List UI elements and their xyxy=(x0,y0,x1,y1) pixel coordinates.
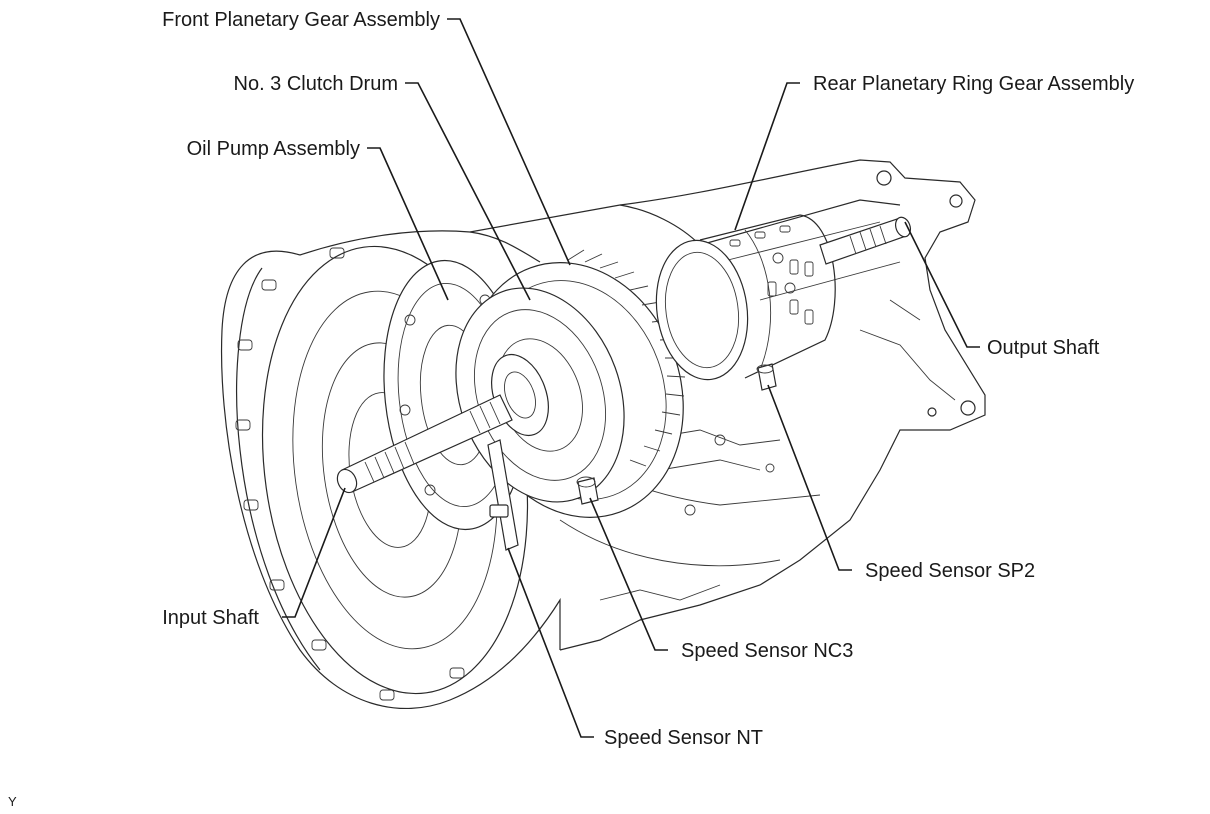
label-input-shaft: Input Shaft xyxy=(162,607,259,629)
speed-sensor-nt-illustration xyxy=(487,439,519,551)
speed-sensor-sp2-illustration xyxy=(756,363,777,391)
label-speed-sensor-sp2: Speed Sensor SP2 xyxy=(865,560,1035,582)
leader-rear-planetary xyxy=(734,82,800,231)
leader-oil-pump xyxy=(367,147,449,301)
label-speed-sensor-nc3: Speed Sensor NC3 xyxy=(681,640,853,662)
label-rear-planetary-ring-gear-assembly: Rear Planetary Ring Gear Assembly xyxy=(813,73,1134,95)
leader-speed-sensor-nc3 xyxy=(589,497,668,651)
leader-no3-clutch-drum xyxy=(405,82,531,301)
label-speed-sensor-nt: Speed Sensor NT xyxy=(604,727,763,749)
label-front-planetary-gear-assembly: Front Planetary Gear Assembly xyxy=(162,9,440,31)
leader-front-planetary xyxy=(447,18,571,266)
label-no3-clutch-drum: No. 3 Clutch Drum xyxy=(234,73,399,95)
rear-planetary-ring-gear-illustration xyxy=(655,214,836,381)
speed-sensor-nc3-illustration xyxy=(576,476,599,505)
output-shaft-illustration xyxy=(819,216,912,265)
leader-speed-sensor-nt xyxy=(507,547,594,738)
callout-labels: Front Planetary Gear Assembly No. 3 Clut… xyxy=(8,9,1134,809)
leader-output-shaft xyxy=(904,221,980,348)
input-shaft-illustration xyxy=(336,394,513,494)
leader-input-shaft xyxy=(282,487,346,618)
callout-leaders xyxy=(282,18,980,738)
label-oil-pump-assembly: Oil Pump Assembly xyxy=(187,138,360,160)
leader-speed-sensor-sp2 xyxy=(767,384,852,571)
figure-code: Y xyxy=(8,794,17,809)
label-output-shaft: Output Shaft xyxy=(987,337,1100,359)
